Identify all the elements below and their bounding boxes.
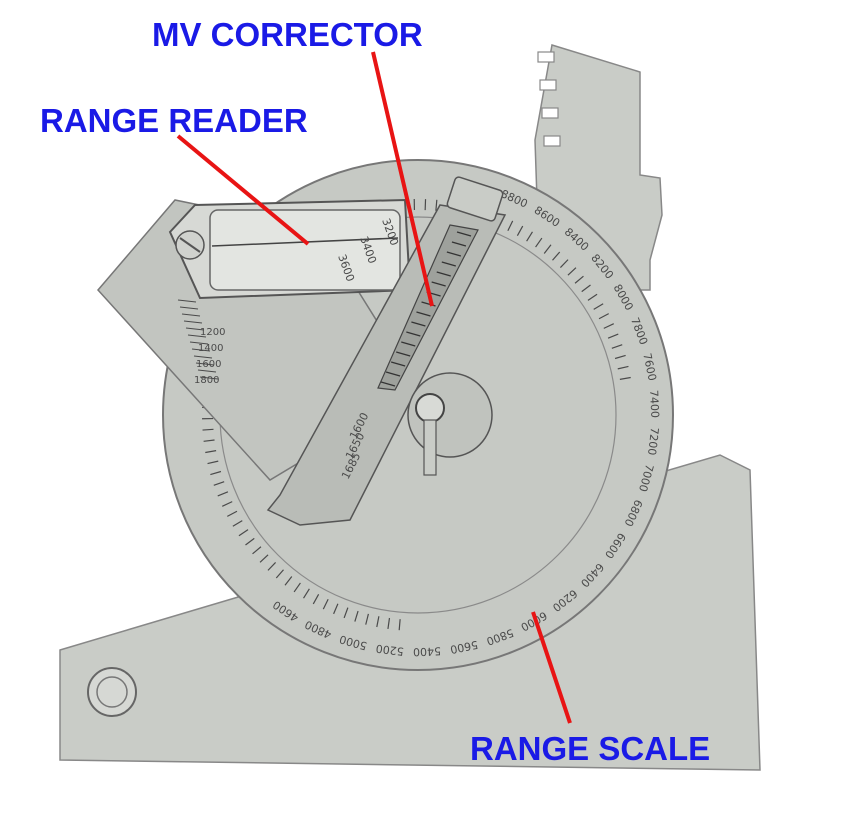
left-quadrant-label: 1800 xyxy=(194,375,219,386)
mounting-hole xyxy=(88,668,136,716)
left-quadrant-label: 1400 xyxy=(198,343,223,354)
range-scale-label: 5400 xyxy=(413,644,441,658)
range-scale-label: 7400 xyxy=(647,390,661,419)
mv-corrector-callout: MV CORRECTOR xyxy=(152,18,423,51)
pivot-knob xyxy=(416,394,444,422)
range-reader-callout: RANGE READER xyxy=(40,104,308,137)
pivot-stem xyxy=(424,420,436,475)
range-scale-callout: RANGE SCALE xyxy=(470,732,710,765)
scale-tick xyxy=(203,429,214,430)
